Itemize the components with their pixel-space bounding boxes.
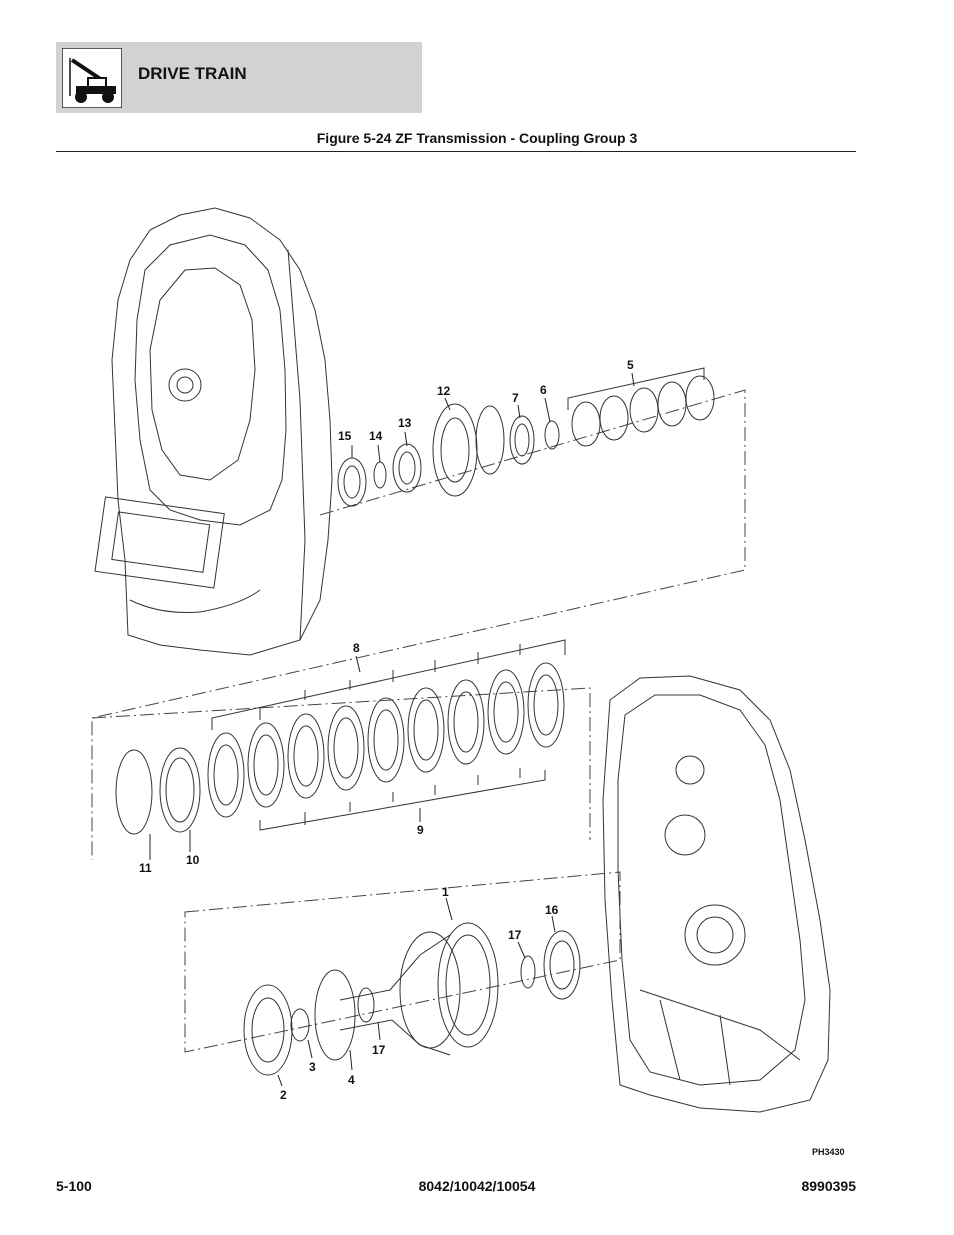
callout-14: 14 bbox=[369, 429, 383, 443]
callout-6: 6 bbox=[540, 383, 547, 397]
callout-5: 5 bbox=[627, 358, 634, 372]
callout-2: 2 bbox=[280, 1088, 287, 1102]
callout-11: 11 bbox=[139, 861, 152, 875]
image-code: PH3430 bbox=[812, 1147, 845, 1157]
top-row-parts bbox=[337, 367, 715, 507]
callout-10: 10 bbox=[186, 853, 200, 867]
callout-labels: 15 14 13 12 7 6 5 8 9 10 11 1 16 17 17 3… bbox=[139, 358, 634, 1102]
transmission-housing-lower bbox=[602, 675, 831, 1113]
telehandler-icon bbox=[62, 48, 122, 108]
callout-17-upper: 17 bbox=[508, 928, 522, 942]
callout-8: 8 bbox=[353, 641, 360, 655]
callout-17-lower: 17 bbox=[372, 1043, 386, 1057]
transmission-housing-upper bbox=[94, 207, 333, 656]
section-title: DRIVE TRAIN bbox=[138, 64, 247, 83]
model-numbers: 8042/10042/10054 bbox=[418, 1178, 536, 1194]
callout-9: 9 bbox=[417, 823, 424, 837]
page-number: 5-100 bbox=[56, 1178, 92, 1194]
callout-1: 1 bbox=[442, 885, 449, 899]
callout-4: 4 bbox=[348, 1073, 355, 1087]
document-number: 8990395 bbox=[801, 1178, 856, 1194]
callout-12: 12 bbox=[437, 384, 451, 398]
callout-13: 13 bbox=[398, 416, 412, 430]
figure-title: Figure 5-24 ZF Transmission - Coupling G… bbox=[316, 130, 638, 146]
callout-3: 3 bbox=[309, 1060, 316, 1074]
callout-7: 7 bbox=[512, 391, 519, 405]
callout-15: 15 bbox=[338, 429, 352, 443]
gear-shaft-assembly bbox=[243, 922, 581, 1076]
callout-16: 16 bbox=[545, 903, 559, 917]
header-divider bbox=[56, 151, 856, 152]
clutch-disc-stack bbox=[115, 639, 566, 835]
